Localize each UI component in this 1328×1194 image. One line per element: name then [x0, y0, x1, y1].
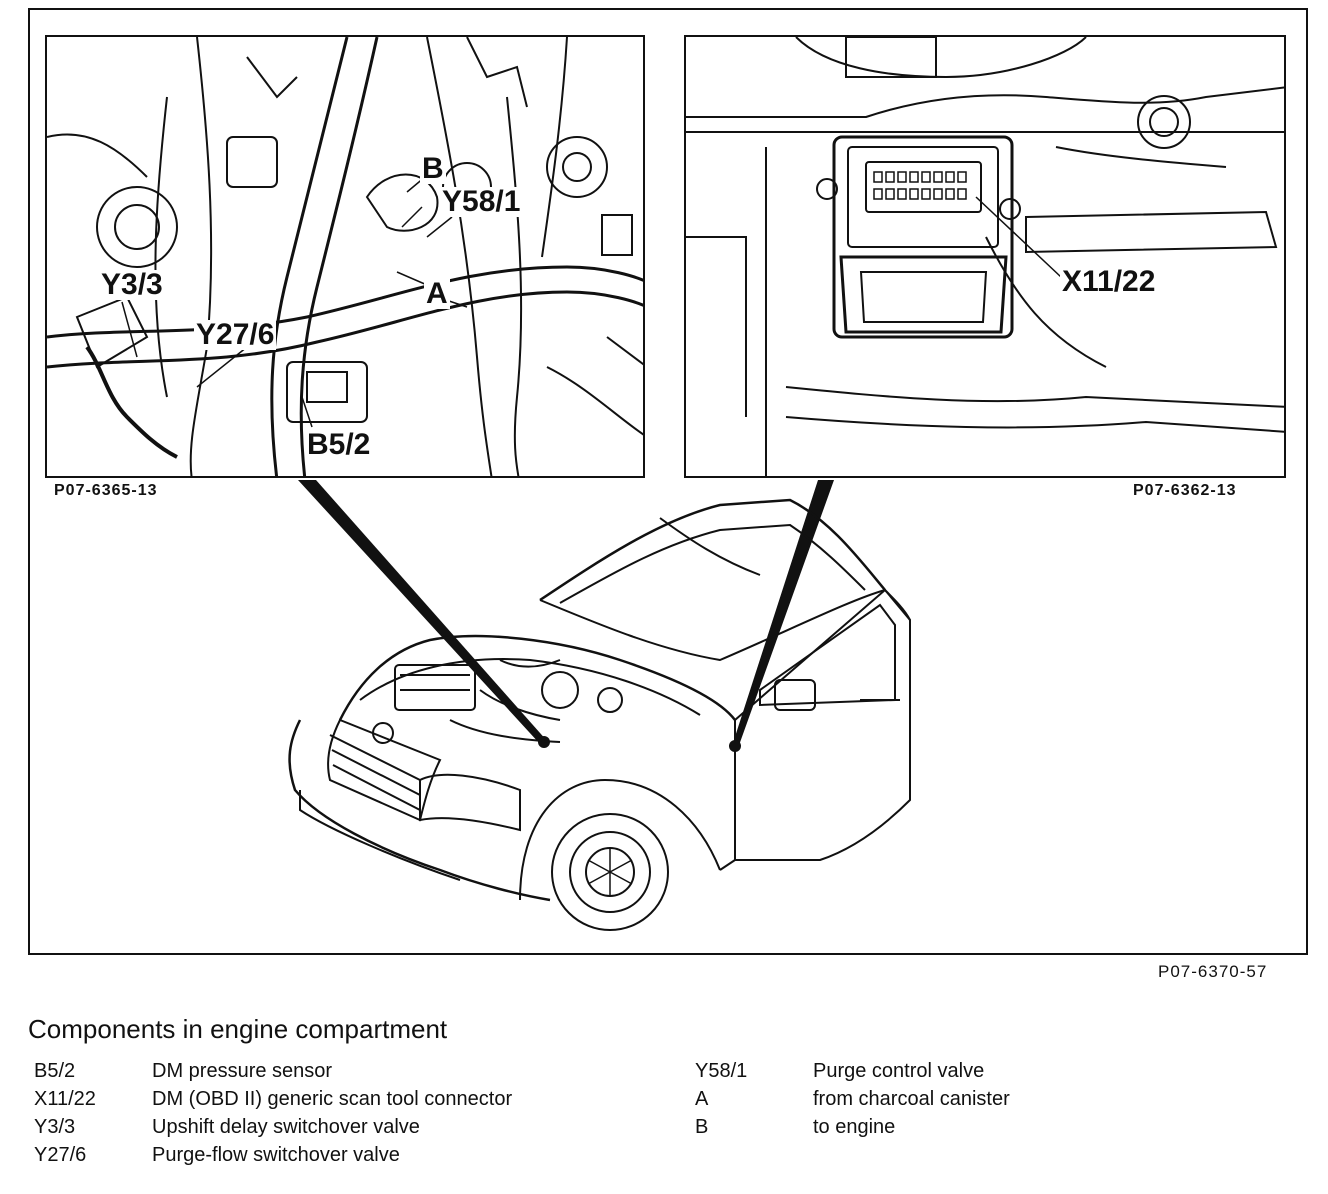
- legend-row: Y3/3 Upshift delay switchover valve: [34, 1113, 512, 1141]
- connector-detail-inset: X11/22: [684, 35, 1286, 478]
- legend-row: X11/22 DM (OBD II) generic scan tool conn…: [34, 1085, 512, 1113]
- legend-code: A: [695, 1088, 709, 1110]
- callout-y27-6: Y27/6: [194, 318, 277, 351]
- legend-code: Y3/3: [34, 1116, 76, 1138]
- legend-row: Y58/1 Purge control valve: [695, 1057, 1010, 1085]
- legend-desc: Purge control valve: [813, 1060, 985, 1082]
- legend-desc: DM (OBD II) generic scan tool connector: [152, 1088, 513, 1110]
- legend-code: X11/22: [34, 1088, 96, 1110]
- legend-left: B5/2 DM pressure sensor X11/22 DM (OBD II)…: [34, 1057, 512, 1169]
- legend-code: Y58/1: [695, 1060, 748, 1082]
- legend-desc: to engine: [813, 1116, 896, 1138]
- callout-y3-3: Y3/3: [99, 268, 165, 301]
- legend-desc: Purge-flow switchover valve: [152, 1144, 400, 1166]
- callout-b: B: [420, 152, 446, 185]
- callout-x11-22: X11/22: [1060, 265, 1158, 298]
- car-drawing: [288, 480, 911, 931]
- right-inset-code: P07-6362-13: [1133, 482, 1237, 499]
- caption: Components in engine compartment: [28, 1014, 448, 1044]
- legend-code: B5/2: [34, 1060, 76, 1082]
- legend-row: B5/2 DM pressure sensor: [34, 1057, 512, 1085]
- main-figure-code: P07-6370-57: [1158, 962, 1268, 981]
- left-inset-pointer: [298, 480, 548, 744]
- legend-desc: from charcoal canister: [813, 1088, 1010, 1110]
- connector-detail-drawing: [686, 37, 1284, 476]
- engine-detail-inset: B Y58/1 Y3/3 A Y27/6 B5/2: [45, 35, 645, 478]
- callout-b5-2: B5/2: [305, 428, 373, 461]
- legend-row: Y27/6 Purge-flow switchover valve: [34, 1141, 512, 1169]
- callout-a: A: [424, 277, 450, 310]
- legend-code: Y27/6: [34, 1144, 87, 1166]
- legend-desc: DM pressure sensor: [152, 1060, 333, 1082]
- callout-y58-1: Y58/1: [440, 185, 523, 218]
- left-inset-code: P07-6365-13: [54, 482, 158, 499]
- right-inset-pointer: [732, 480, 834, 748]
- legend-desc: Upshift delay switchover valve: [152, 1116, 420, 1138]
- diagram-frame: [28, 8, 1308, 955]
- legend-code: B: [695, 1116, 709, 1138]
